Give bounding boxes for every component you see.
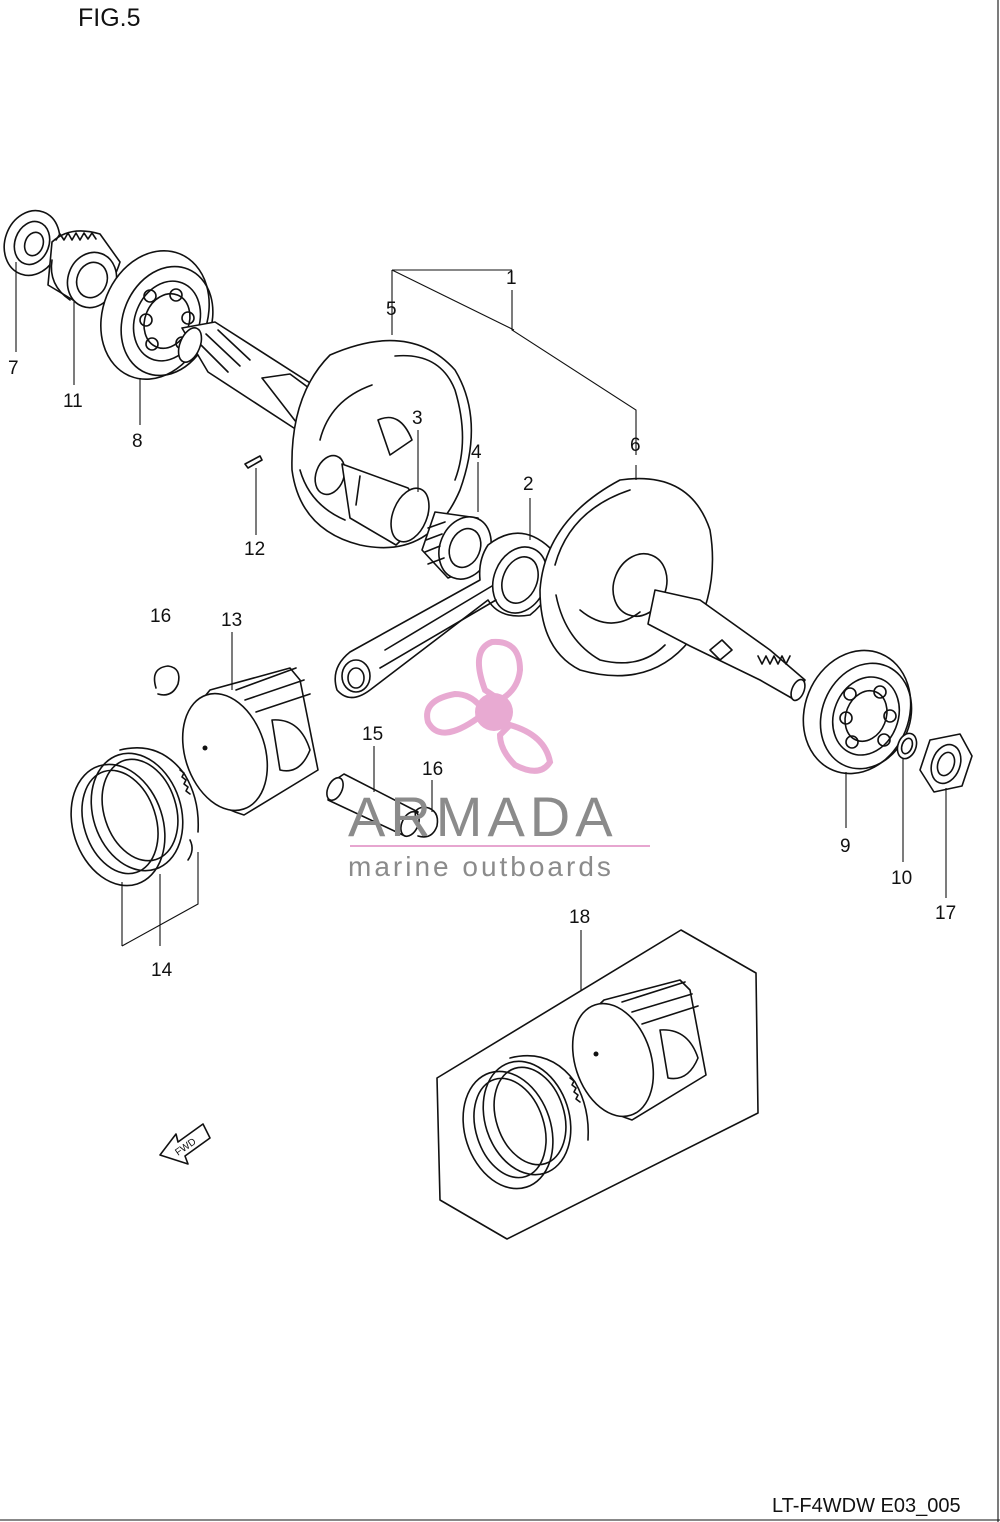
label-4: 4 <box>471 442 482 463</box>
label-11: 11 <box>63 391 83 412</box>
label-10: 10 <box>891 868 912 889</box>
watermark-tagline: marine outboards <box>348 851 614 882</box>
label-17: 17 <box>935 903 956 924</box>
label-14: 14 <box>151 960 173 981</box>
fwd-arrow-icon: FWD <box>159 1123 211 1165</box>
label-16-upper: 16 <box>150 606 171 627</box>
part-6-crank-web-right <box>539 477 714 677</box>
part-18-piston-set <box>436 929 759 1240</box>
part-2-connecting-rod <box>334 532 554 699</box>
part-9-bearing <box>802 649 913 775</box>
part-13-piston <box>181 667 319 816</box>
watermark-brand: ARMADA <box>348 785 618 848</box>
part-3-crank-pin <box>341 463 430 546</box>
label-15: 15 <box>362 724 383 745</box>
label-2: 2 <box>523 474 534 495</box>
label-3: 3 <box>412 408 423 429</box>
label-8: 8 <box>132 431 143 452</box>
label-7: 7 <box>8 358 19 379</box>
label-6: 6 <box>630 435 641 456</box>
part-16-circlip-lower <box>414 806 439 838</box>
figure-title: FIG.5 <box>78 4 141 32</box>
leader-lines <box>15 262 947 990</box>
label-1: 1 <box>506 268 517 289</box>
part-4-needle-bearing <box>421 511 493 580</box>
part-16-circlip-upper <box>153 665 180 696</box>
label-9: 9 <box>840 836 851 857</box>
propeller-icon <box>424 638 554 774</box>
crankshaft-right-shaft <box>647 589 806 702</box>
armada-watermark: ARMADA marine outboards <box>348 638 650 882</box>
label-12: 12 <box>244 539 265 560</box>
part-17-nut <box>919 733 973 793</box>
part-12-key <box>244 455 263 469</box>
diagram-code: LT-F4WDW E03_005 <box>772 1495 961 1517</box>
label-13: 13 <box>221 610 242 631</box>
label-5: 5 <box>386 299 397 320</box>
label-16-lower: 16 <box>422 759 443 780</box>
part-15-piston-pin <box>326 773 420 838</box>
label-18: 18 <box>569 907 590 928</box>
part-14-piston-rings <box>70 746 200 887</box>
part-labels: 7 11 8 12 5 1 6 3 4 2 16 13 15 16 9 10 1… <box>8 268 956 981</box>
crankshaft-left-shaft <box>177 321 333 441</box>
